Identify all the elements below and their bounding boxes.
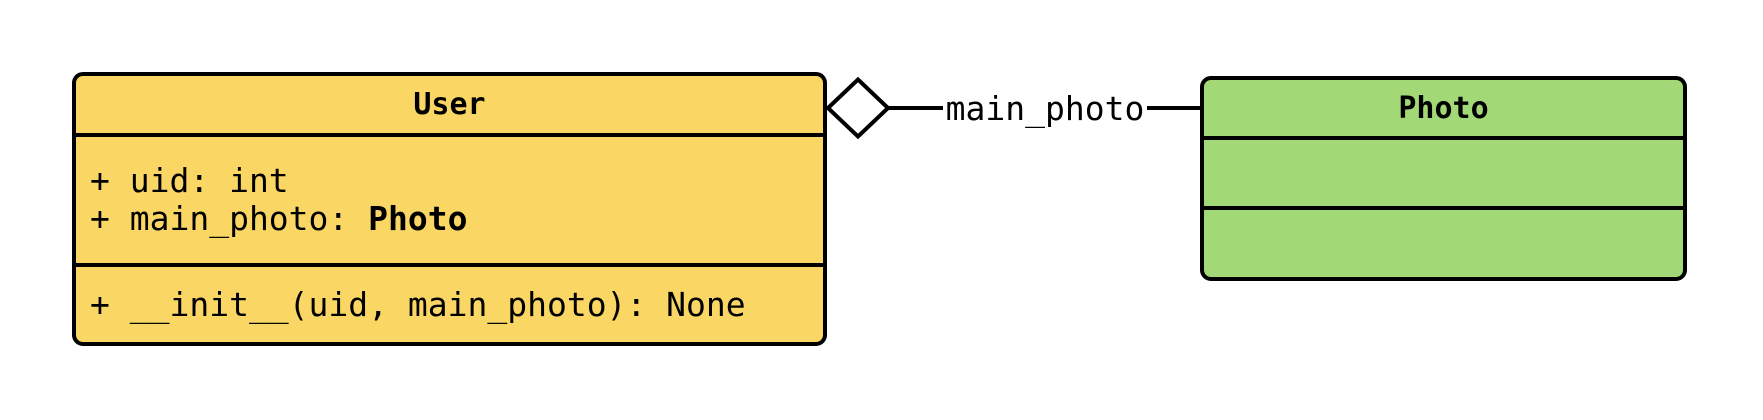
class-name-user: User xyxy=(413,87,486,122)
class-attributes-compartment-photo xyxy=(1204,140,1683,210)
attribute-main-photo: + main_photo: Photo xyxy=(90,200,823,238)
class-title-compartment-photo: Photo xyxy=(1204,80,1683,140)
attribute-uid-text: + uid: int xyxy=(90,161,289,200)
class-methods-compartment-user: + __init__(uid, main_photo): None xyxy=(76,267,823,342)
method-init-text: + __init__(uid, main_photo): None xyxy=(90,285,746,324)
class-attributes-compartment-user: + uid: int + main_photo: Photo xyxy=(76,137,823,267)
class-title-compartment-user: User xyxy=(76,76,823,137)
aggregation-diamond-icon xyxy=(825,76,891,140)
relation-edge-user-photo: main_photo xyxy=(888,88,1202,128)
edge-line-right xyxy=(1147,106,1202,110)
class-methods-compartment-photo xyxy=(1204,210,1683,277)
method-init: + __init__(uid, main_photo): None xyxy=(90,285,746,324)
attribute-main-photo-text: + main_photo: xyxy=(90,199,369,238)
edge-line-left xyxy=(888,106,943,110)
attribute-main-photo-type-ref: Photo xyxy=(368,199,468,238)
class-box-photo: Photo xyxy=(1200,76,1687,281)
class-box-user: User + uid: int + main_photo: Photo + __… xyxy=(72,72,827,346)
attribute-uid: + uid: int xyxy=(90,162,823,200)
relation-label: main_photo xyxy=(945,88,1145,128)
class-name-photo: Photo xyxy=(1398,90,1489,126)
